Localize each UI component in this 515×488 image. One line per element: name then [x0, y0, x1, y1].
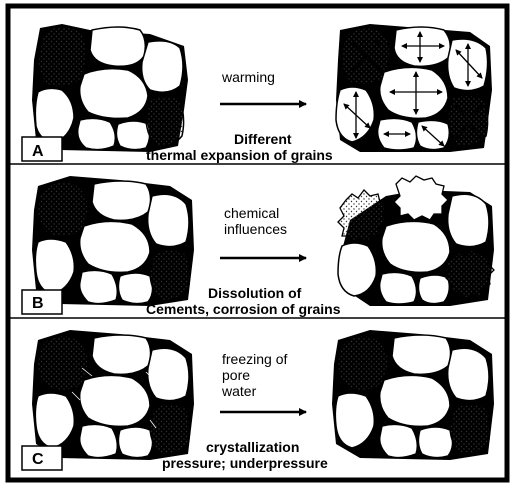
panel-b-caption-line-2: Cements, corrosion of grains	[146, 301, 341, 317]
grain-aggregate-b-before	[32, 176, 194, 306]
panel-a-label: A	[32, 143, 44, 160]
panel-c-caption-line-2: pressure; underpressure	[162, 455, 328, 471]
panel-a-process-line-1: warming	[221, 69, 275, 85]
panel-c-process-line-2: pore	[222, 367, 250, 383]
panel-c-process-line-3: water	[221, 383, 257, 399]
panel-c-label: C	[32, 451, 44, 468]
panel-a-caption-line-2: thermal expansion of grains	[146, 147, 333, 163]
grain-aggregate-c-before	[32, 330, 194, 460]
panel-c-caption-line-1: crystallization	[206, 439, 299, 455]
grain-aggregate-a-before	[32, 24, 188, 152]
grain-aggregate-a-after	[336, 24, 492, 152]
panel-b-caption-line-1: Dissolution of	[208, 285, 302, 301]
grain-aggregate-c-after	[332, 330, 494, 460]
panel-c-process-line-1: freezing of	[222, 351, 287, 367]
panel-b-process-line-2: influences	[224, 221, 287, 237]
panel-b-process-line-1: chemical	[224, 205, 279, 221]
grain-aggregate-b-after	[338, 176, 494, 306]
panel-b-label: B	[32, 295, 44, 312]
panel-a-caption-line-1: Different	[234, 131, 292, 147]
